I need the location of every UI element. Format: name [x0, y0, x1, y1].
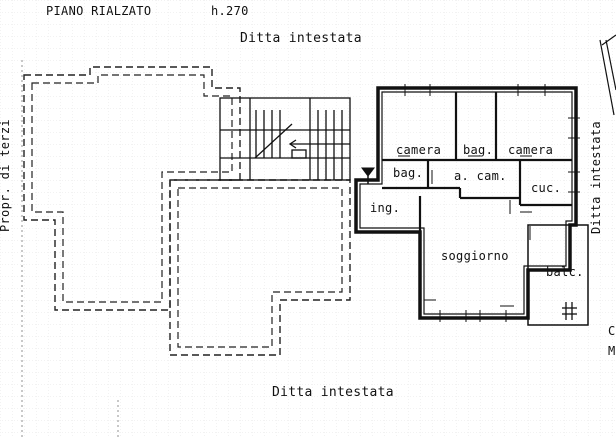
room-label-balcone: balc. — [546, 265, 584, 279]
room-label-anti-camera: a. cam. — [454, 169, 507, 183]
door-marks — [398, 155, 532, 307]
apartment-outer-wall-inner — [359, 91, 573, 315]
staircase — [219, 97, 351, 181]
interior-partitions — [382, 92, 572, 232]
room-label-camera-2: camera — [508, 143, 554, 157]
balcony-outline — [527, 224, 589, 326]
room-label-bagno-1: bag. — [463, 143, 494, 157]
neighbor-left-label: Propr. di terzi — [0, 119, 12, 232]
left-wing-inner-outline — [31, 74, 233, 303]
central-court-inner-outline — [177, 187, 343, 348]
room-label-ingresso: ing. — [370, 201, 401, 215]
room-label-camera-1: camera — [396, 143, 442, 157]
floor-title: PIANO RIALZATO — [46, 4, 152, 18]
neighbor-top-label: Ditta intestata — [240, 31, 362, 46]
right-edge-fragment — [599, 34, 616, 116]
entrance-marker — [361, 167, 375, 184]
room-label-cucina: cuc. — [531, 181, 562, 195]
room-label-soggiorno: soggiorno — [441, 249, 509, 263]
floor-height: h.270 — [211, 4, 249, 18]
neighbor-bottom-label: Ditta intestata — [272, 385, 394, 400]
margin-fragment-m: M — [608, 344, 616, 358]
neighbor-right-label: Ditta intestata — [589, 121, 603, 234]
balcony-hash-mark — [562, 302, 577, 320]
room-label-bagno-2: bag. — [393, 166, 424, 180]
window-marks — [404, 84, 580, 322]
margin-fragment-c: C — [608, 324, 616, 338]
